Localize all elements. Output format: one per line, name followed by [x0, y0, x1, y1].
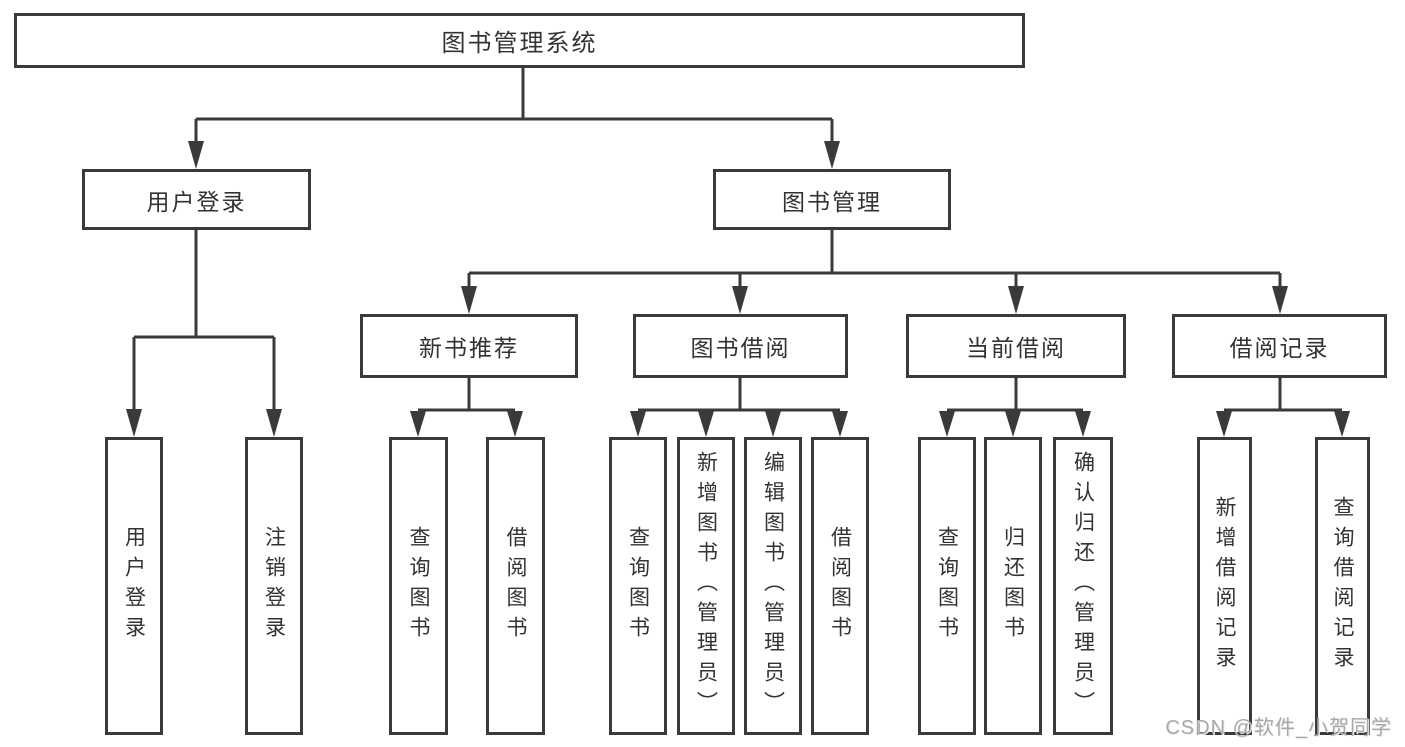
- connector-user-login: [126, 230, 282, 437]
- leaf-confirm-return-admin-label: 确认归还（管理员）: [1071, 451, 1095, 721]
- leaf-query-borrow-record: 查询借阅记录: [1315, 437, 1370, 735]
- leaf-borrow-query-books-label: 查询图书: [626, 526, 650, 646]
- leaf-rec-borrow-books-label: 借阅图书: [504, 526, 527, 646]
- leaf-add-borrow-record-label: 新增借阅记录: [1213, 496, 1236, 676]
- leaf-return-books: 归还图书: [984, 437, 1042, 735]
- node-borrow-records-label: 借阅记录: [1229, 335, 1330, 361]
- leaf-return-books-label: 归还图书: [1001, 526, 1025, 646]
- node-current-borrow-label: 当前借阅: [966, 335, 1066, 361]
- connector-root: [188, 68, 840, 169]
- leaf-rec-borrow-books: 借阅图书: [486, 437, 545, 735]
- leaf-edit-books-admin: 编辑图书（管理员）: [744, 437, 802, 735]
- node-book-mgmt: 图书管理: [713, 169, 951, 230]
- connector-book-borrow: [630, 378, 848, 437]
- node-book-borrow-label: 图书借阅: [690, 335, 791, 361]
- leaf-user-login-label: 用户登录: [122, 526, 146, 646]
- connector-current-borrow: [939, 378, 1091, 437]
- leaf-add-books-admin: 新增图书（管理员）: [677, 437, 735, 735]
- leaf-logout: 注销登录: [245, 437, 303, 735]
- leaf-borrow-borrow-books: 借阅图书: [811, 437, 869, 735]
- leaf-add-books-admin-label: 新增图书（管理员）: [694, 451, 718, 721]
- leaf-rec-query-books: 查询图书: [389, 437, 448, 735]
- node-new-book-rec-label: 新书推荐: [419, 335, 519, 361]
- leaf-user-login: 用户登录: [105, 437, 163, 735]
- connector-book-mgmt: [461, 230, 1288, 314]
- node-borrow-records: 借阅记录: [1172, 314, 1387, 378]
- leaf-current-query-books-label: 查询图书: [935, 526, 959, 646]
- node-root-system-label: 图书管理系统: [441, 30, 598, 57]
- node-user-login: 用户登录: [82, 169, 311, 230]
- leaf-confirm-return-admin: 确认归还（管理员）: [1053, 437, 1113, 735]
- leaf-logout-label: 注销登录: [262, 526, 286, 646]
- node-current-borrow: 当前借阅: [906, 314, 1126, 378]
- node-new-book-rec: 新书推荐: [360, 314, 578, 378]
- leaf-borrow-query-books: 查询图书: [609, 437, 667, 735]
- connector-borrow-records: [1216, 378, 1350, 437]
- leaf-edit-books-admin-label: 编辑图书（管理员）: [761, 451, 785, 721]
- node-root-system: 图书管理系统: [14, 13, 1025, 68]
- leaf-query-borrow-record-label: 查询借阅记录: [1331, 496, 1354, 676]
- node-user-login-label: 用户登录: [146, 188, 247, 215]
- csdn-watermark: CSDN @软件_小贺同学: [1165, 717, 1392, 739]
- node-book-borrow: 图书借阅: [633, 314, 848, 378]
- leaf-add-borrow-record: 新增借阅记录: [1197, 437, 1252, 735]
- leaf-borrow-borrow-books-label: 借阅图书: [828, 526, 852, 646]
- node-book-mgmt-label: 图书管理: [782, 188, 882, 215]
- leaf-rec-query-books-label: 查询图书: [407, 526, 430, 646]
- leaf-current-query-books: 查询图书: [918, 437, 976, 735]
- connector-new-book-rec: [410, 378, 523, 437]
